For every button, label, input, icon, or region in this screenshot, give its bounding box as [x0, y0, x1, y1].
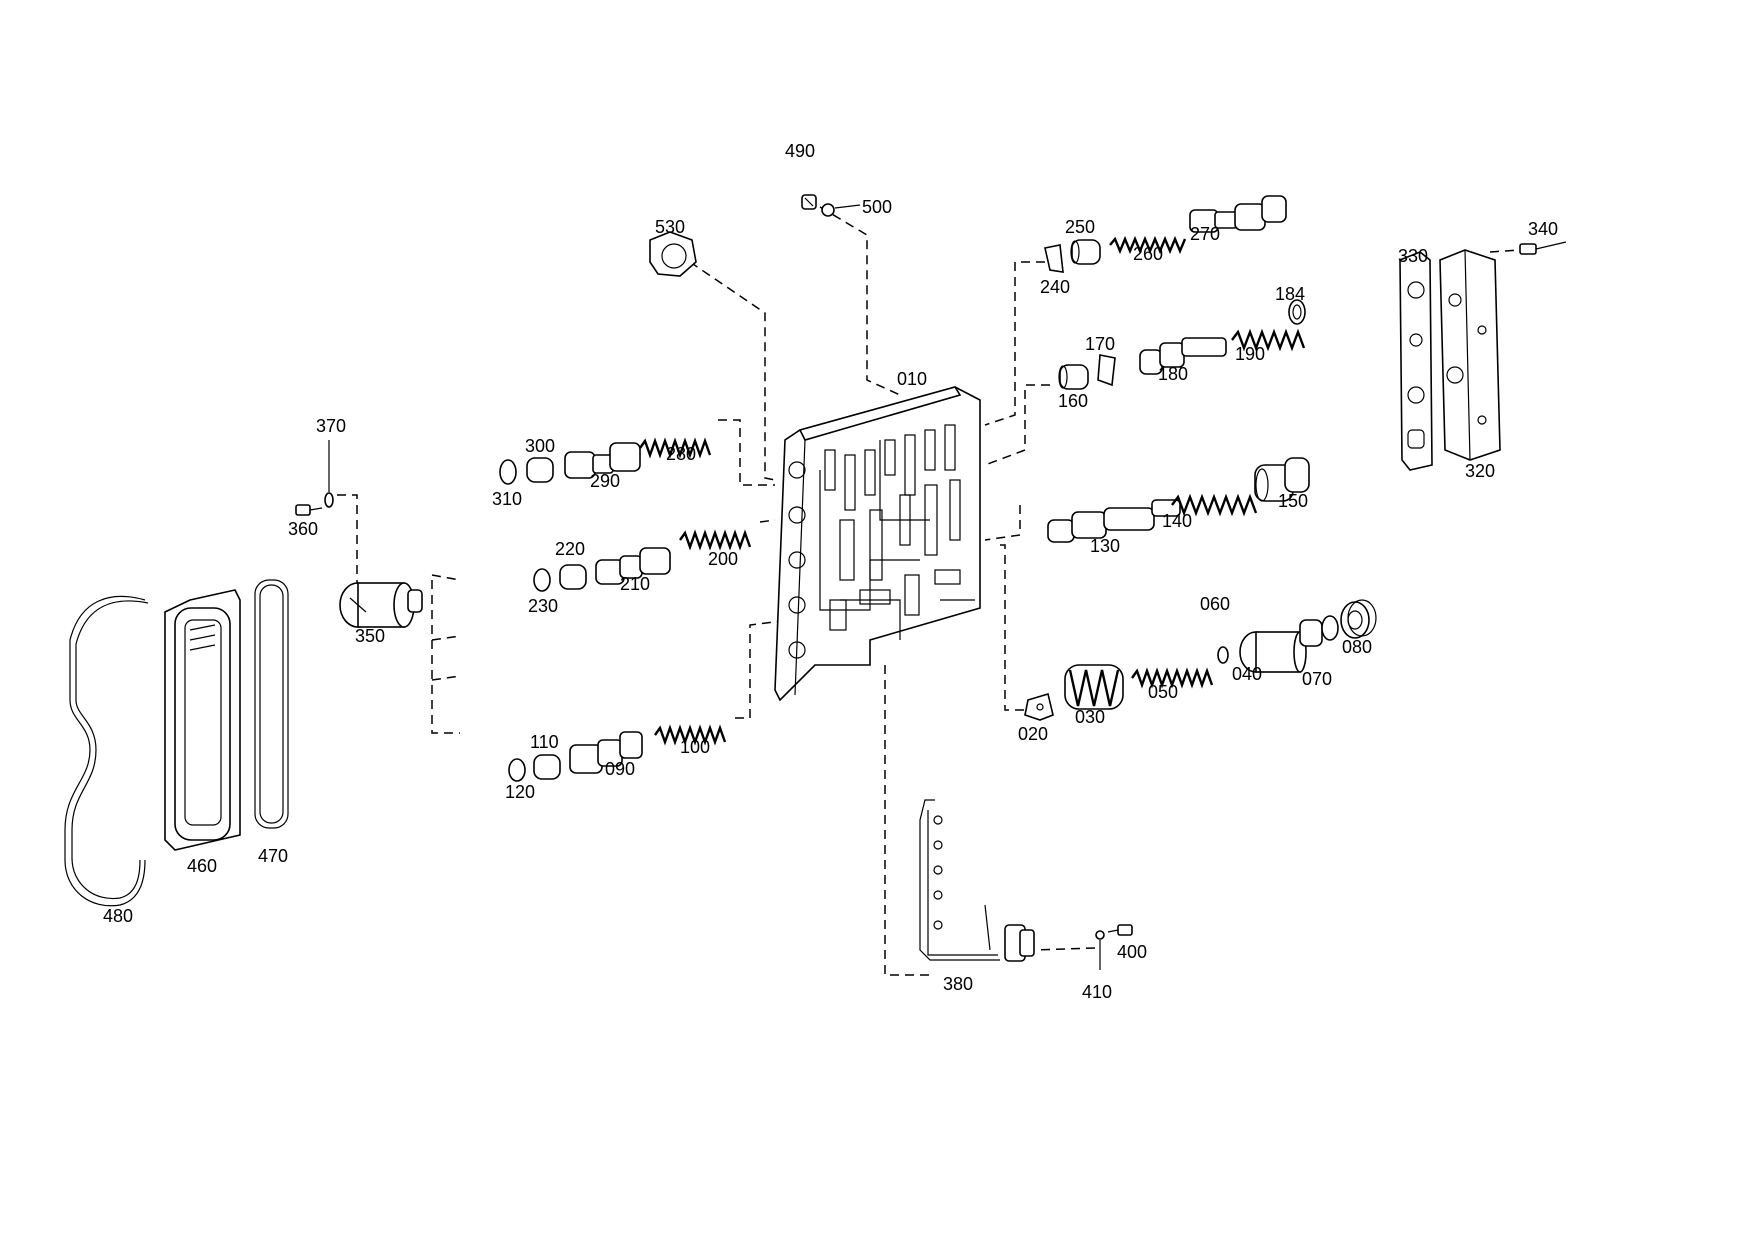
label-330: 330 — [1398, 246, 1428, 266]
spring-190 — [1231, 328, 1306, 352]
gasket-470 — [254, 579, 289, 829]
label-470: 470 — [258, 846, 288, 866]
label-400: 400 — [1117, 942, 1147, 962]
label-100: 100 — [680, 737, 710, 757]
label-050: 050 — [1148, 682, 1178, 702]
washer-370 — [324, 440, 334, 508]
label-180: 180 — [1158, 364, 1188, 384]
spring-140 — [1171, 493, 1258, 517]
label-360: 360 — [288, 519, 318, 539]
bushing-080 — [1340, 599, 1377, 639]
label-250: 250 — [1065, 217, 1095, 237]
valve-290 — [564, 442, 641, 479]
label-170: 170 — [1085, 334, 1115, 354]
label-500: 500 — [862, 197, 892, 217]
label-240: 240 — [1040, 277, 1070, 297]
spring-050 — [1131, 667, 1214, 689]
piston-180 — [1139, 337, 1227, 375]
label-184: 184 — [1275, 284, 1305, 304]
plug-250 — [1070, 239, 1101, 265]
washer-060 — [1217, 646, 1229, 664]
label-070: 070 — [1302, 669, 1332, 689]
label-350: 350 — [355, 626, 385, 646]
label-080: 080 — [1342, 637, 1372, 657]
label-480: 480 — [103, 906, 133, 926]
leader-lines — [337, 206, 1521, 976]
label-200: 200 — [708, 549, 738, 569]
valve-090 — [569, 731, 643, 774]
label-280: 280 — [666, 444, 696, 464]
label-040: 040 — [1232, 664, 1262, 684]
spring-100 — [654, 724, 727, 746]
label-260: 260 — [1133, 244, 1163, 264]
screw-400 — [1107, 924, 1133, 936]
label-490: 490 — [785, 141, 815, 161]
valve-body-010 — [774, 386, 981, 702]
piston-130 — [1047, 499, 1181, 543]
label-310: 310 — [492, 489, 522, 509]
label-090: 090 — [605, 759, 635, 779]
label-190: 190 — [1235, 344, 1265, 364]
ring-120 — [508, 758, 526, 782]
plug-490 — [801, 194, 817, 210]
label-210: 210 — [620, 574, 650, 594]
label-380: 380 — [943, 974, 973, 994]
spring-200 — [679, 529, 752, 551]
label-410: 410 — [1082, 982, 1112, 1002]
label-370: 370 — [316, 416, 346, 436]
label-150: 150 — [1278, 491, 1308, 511]
ring-070 — [1321, 615, 1339, 641]
plug-220 — [559, 564, 587, 590]
spring-030 — [1064, 664, 1124, 710]
label-020: 020 — [1018, 724, 1048, 744]
plate-020 — [1024, 692, 1054, 721]
screw-360 — [295, 504, 323, 516]
ring-230 — [533, 568, 551, 592]
label-460: 460 — [187, 856, 217, 876]
label-340: 340 — [1528, 219, 1558, 239]
part-labels: 010 020 030 040 050 060 070 080 090 100 … — [103, 141, 1558, 1002]
clip-170 — [1097, 354, 1116, 387]
clip-240 — [1044, 244, 1064, 273]
label-290: 290 — [590, 471, 620, 491]
filter-460 — [164, 589, 241, 851]
label-320: 320 — [1465, 461, 1495, 481]
label-230: 230 — [528, 596, 558, 616]
plate-320 — [1439, 249, 1501, 461]
nut-530 — [649, 231, 697, 277]
valve-210 — [595, 547, 671, 585]
label-220: 220 — [555, 539, 585, 559]
label-270: 270 — [1190, 224, 1220, 244]
label-130: 130 — [1090, 536, 1120, 556]
solenoid-350 — [339, 582, 423, 628]
label-030: 030 — [1075, 707, 1105, 727]
spring-260 — [1109, 235, 1187, 255]
label-060: 060 — [1200, 594, 1230, 614]
label-140: 140 — [1162, 511, 1192, 531]
plug-300 — [526, 457, 554, 483]
label-530: 530 — [655, 217, 685, 237]
spring-280 — [639, 437, 712, 459]
label-110: 110 — [530, 732, 559, 752]
plug-110 — [533, 754, 561, 780]
plug-160 — [1058, 364, 1089, 390]
valve-150 — [1254, 457, 1310, 502]
label-300: 300 — [525, 436, 555, 456]
clip-480 — [64, 595, 149, 907]
label-010: 010 — [897, 369, 927, 389]
washer-410 — [1095, 930, 1105, 970]
ring-184 — [1288, 299, 1306, 325]
label-160: 160 — [1058, 391, 1088, 411]
wiring-harness-380 — [919, 799, 1035, 962]
o-ring-500 — [821, 203, 861, 217]
valve-270 — [1189, 195, 1287, 233]
bolt-340 — [1519, 241, 1567, 255]
gasket-330 — [1399, 251, 1433, 471]
ring-310 — [499, 459, 517, 485]
label-120: 120 — [505, 782, 535, 802]
